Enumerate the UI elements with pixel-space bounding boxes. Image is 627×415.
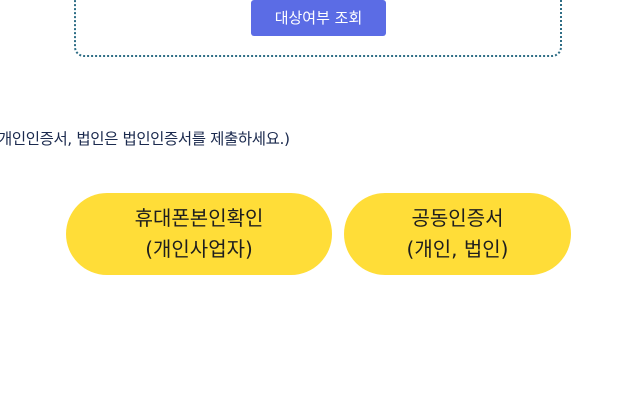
joint-certificate-sublabel: (개인, 법인)	[406, 237, 509, 261]
phone-verification-label: 휴대폰본인확인	[134, 206, 264, 230]
phone-verification-sublabel: (개인사업자)	[145, 237, 253, 261]
certificate-notice-text: 개인인증서, 법인은 법인인증서를 제출하세요.)	[0, 130, 290, 148]
lookup-panel	[74, 0, 562, 57]
joint-certificate-button[interactable]: 공동인증서 (개인, 법인)	[344, 193, 571, 275]
joint-certificate-label: 공동인증서	[411, 206, 504, 230]
phone-verification-button[interactable]: 휴대폰본인확인 (개인사업자)	[66, 193, 332, 275]
check-eligibility-button[interactable]: 대상여부 조회	[251, 0, 386, 36]
